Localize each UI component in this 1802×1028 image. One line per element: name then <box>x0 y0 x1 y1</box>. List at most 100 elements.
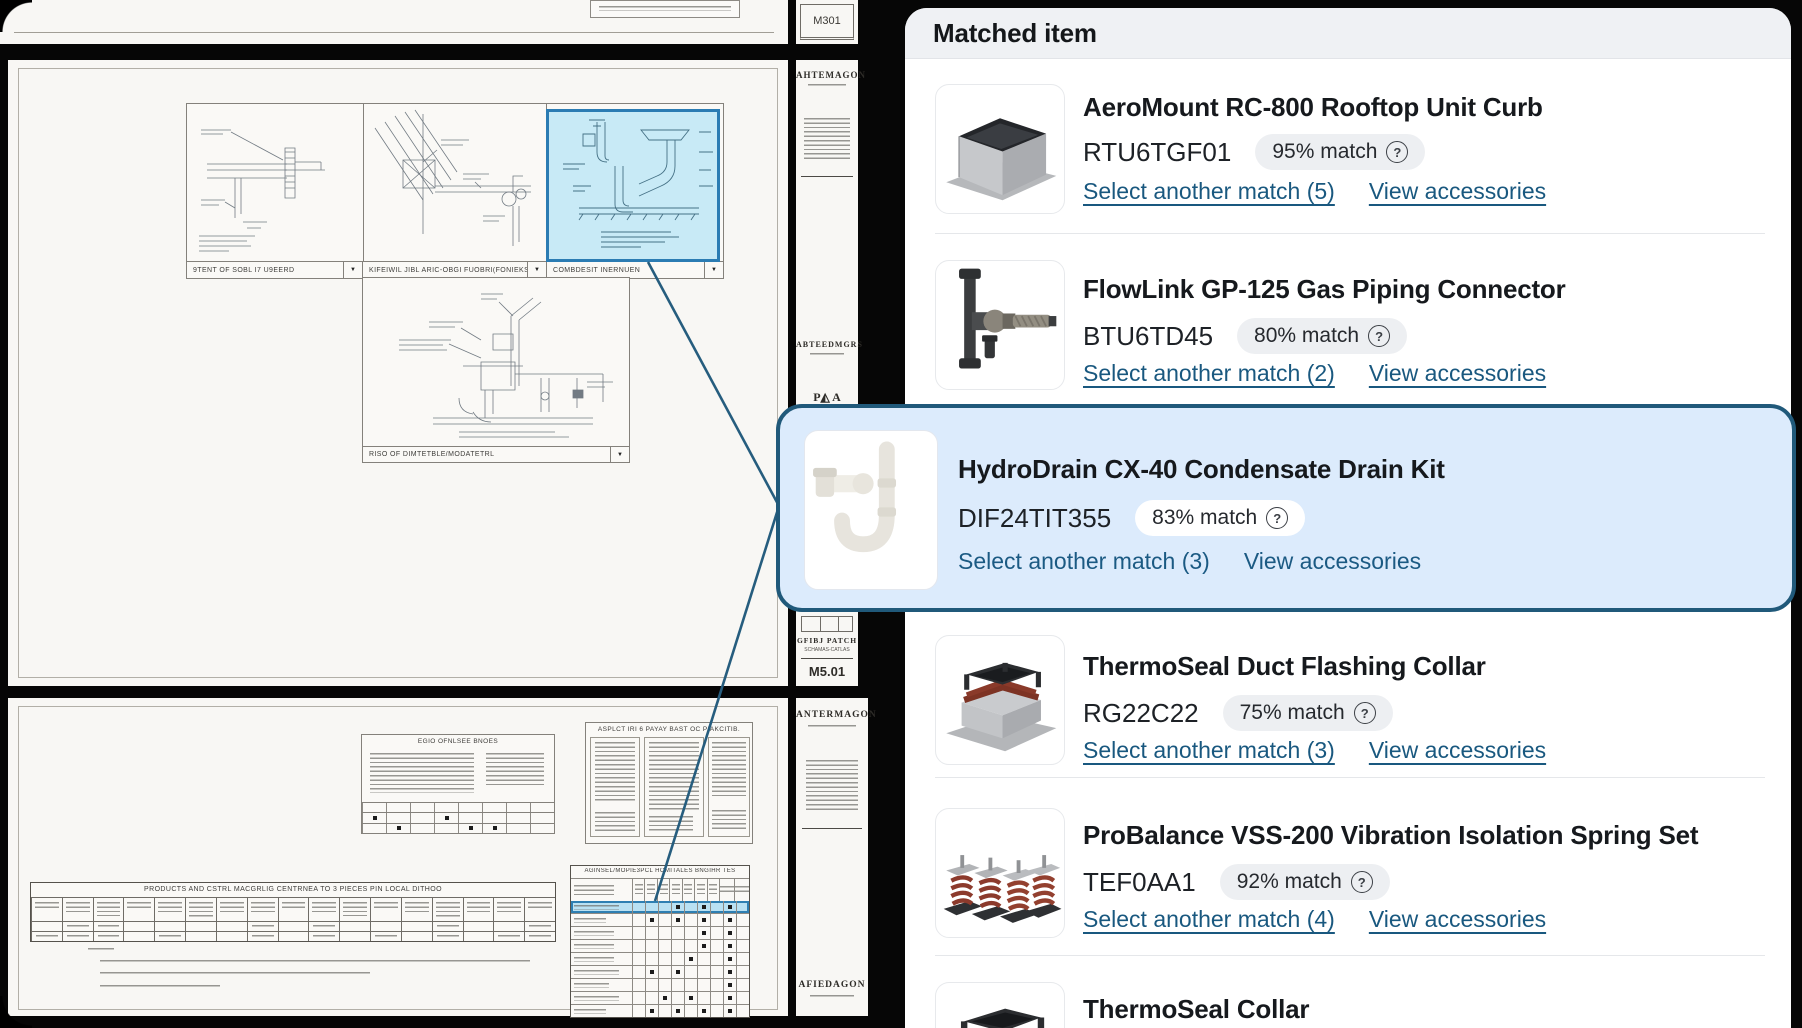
matched-item-row[interactable]: AeroMount RC-800 Rooftop Unit Curb RTU6T… <box>905 72 1791 232</box>
schedule-row <box>571 953 749 966</box>
sheet-title: GFIBJ PATCH <box>796 636 858 645</box>
caption-cell: 9TENT OF SOBL I7 U9EERD ▼ <box>187 262 363 278</box>
scale-flag-icon: ▼ <box>704 262 723 278</box>
matched-item-row[interactable]: ProBalance VSS-200 Vibration Isolation S… <box>905 792 1791 952</box>
select-another-match-link[interactable]: Select another match (5) <box>1083 178 1335 204</box>
product-thumbnail <box>935 635 1065 765</box>
row-divider <box>935 233 1765 234</box>
product-sku: RG22C22 <box>1083 697 1199 728</box>
window-corner <box>0 0 32 32</box>
condensate-drain-kit-image <box>813 441 897 553</box>
schedule-row-highlighted[interactable] <box>571 901 749 914</box>
panel-title: Matched item <box>933 17 1097 48</box>
firm-logo-text: ANTERMAGON <box>796 710 877 720</box>
detail-captions: 9TENT OF SOBL I7 U9EERD ▼ KIFEIWIL JIBL … <box>187 261 723 278</box>
detail-drawing-vent <box>187 104 363 262</box>
sheet-top-titleblock: M301 <box>796 0 858 44</box>
match-badge: 95% match ? <box>1255 134 1426 170</box>
detail-drawing-riser <box>363 278 627 445</box>
view-accessories-link[interactable]: View accessories <box>1368 360 1547 386</box>
sheet-number-label: M301 <box>813 15 841 27</box>
gas-piping-connector-image <box>959 268 1057 369</box>
help-icon[interactable]: ? <box>1266 507 1289 529</box>
matched-detail-highlight-box[interactable] <box>546 109 720 262</box>
sheet-subtitle: SCHAMAS-CATLAS <box>804 647 850 653</box>
sheet-notes-box: EGIO OFNLSEE BNOES <box>361 734 555 834</box>
engineer-logo-text: AFIEDAGON <box>798 980 866 990</box>
collar-image <box>960 1008 1045 1028</box>
schedule-row <box>571 966 749 979</box>
rooftop-curb-image <box>946 118 1057 201</box>
schedule-row <box>571 927 749 940</box>
help-icon[interactable]: ? <box>1368 325 1391 347</box>
match-badge: 83% match ? <box>1135 500 1306 536</box>
row-divider <box>935 955 1765 956</box>
product-thumbnail <box>804 430 938 590</box>
sheet-border-line <box>14 32 774 33</box>
sheet-top-strip <box>0 0 788 44</box>
help-icon[interactable]: ? <box>1350 871 1373 893</box>
schedule-row <box>571 979 749 992</box>
sheet-number-label: M5.01 <box>808 664 846 679</box>
schedule-row <box>571 940 749 953</box>
view-accessories-link[interactable]: View accessories <box>1368 906 1547 932</box>
match-badge: 92% match ? <box>1219 864 1390 900</box>
sheet-bottom: EGIO OFNLSEE BNOES ASPLCT IRI 6 PAYAY BA… <box>8 698 788 1018</box>
scale-flag-icon: ▼ <box>527 262 546 278</box>
detail-box-condensate-riser: RISO OF DIMTETBLE/MODATETRL ▼ <box>362 277 630 463</box>
engineer-logo-text: ABTEEDMGRS <box>796 340 863 349</box>
view-accessories-link[interactable]: View accessories <box>1243 548 1422 574</box>
matched-item-panel: Matched item AeroMount RC-800 Rooftop Un… <box>776 8 1796 1028</box>
product-thumbnail <box>935 808 1065 938</box>
window-corner <box>0 996 32 1028</box>
view-accessories-link[interactable]: View accessories <box>1368 737 1547 763</box>
select-another-match-link[interactable]: Select another match (2) <box>1083 360 1335 386</box>
scale-flag-icon: ▼ <box>343 262 362 278</box>
duct-flashing-collar-image <box>946 662 1057 752</box>
view-accessories-link[interactable]: View accessories <box>1368 178 1547 204</box>
product-title: HydroDrain CX-40 Condensate Drain Kit <box>958 454 1445 484</box>
matched-item-row[interactable]: ThermoSeal Duct Flashing Collar RG22C22 … <box>905 619 1791 779</box>
aspect-notes-box: ASPLCT IRI 6 PAYAY BAST OC PIAKCITIB. <box>585 722 753 844</box>
sheet-bottom-titleblock: ANTERMAGON AFIEDAGON <box>796 698 877 1016</box>
row-divider <box>935 777 1765 778</box>
product-sku: TEF0AA1 <box>1083 866 1196 897</box>
select-another-match-link[interactable]: Select another match (4) <box>1083 906 1335 932</box>
firm-logo-text: AHTEMAGON <box>796 70 867 80</box>
panel-header: Matched item <box>905 8 1791 59</box>
schedule-table: AGINSEL/MOPIE3PCL HOMITALES BNGIHR TES <box>570 865 750 1018</box>
product-sku: BTU6TD45 <box>1083 320 1214 351</box>
product-thumbnail <box>935 260 1065 390</box>
caption-cell: COMBDESIT INERNUEN ▼ <box>547 262 723 278</box>
help-icon[interactable]: ? <box>1353 702 1376 724</box>
matched-item-row-selected[interactable]: HydroDrain CX-40 Condensate Drain Kit DI… <box>776 404 1796 612</box>
schedule-row <box>571 992 749 1005</box>
schedule-row <box>571 914 749 927</box>
revision-note-box <box>590 0 740 18</box>
detail-strip: 9TENT OF SOBL I7 U9EERD ▼ KIFEIWIL JIBL … <box>186 103 724 279</box>
select-another-match-link[interactable]: Select another match (3) <box>1083 737 1335 763</box>
caption-cell: RISO OF DIMTETBLE/MODATETRL ▼ <box>363 447 629 462</box>
micro-text <box>599 6 731 11</box>
matched-item-row[interactable]: ThermoSeal Collar <box>905 968 1791 1028</box>
help-icon[interactable]: ? <box>1386 141 1409 163</box>
pla-logo: P◭ A <box>813 390 841 404</box>
match-badge: 80% match ? <box>1237 318 1408 354</box>
product-title: ProBalance VSS-200 Vibration Isolation S… <box>1083 820 1699 850</box>
product-title: ThermoSeal Duct Flashing Collar <box>1083 651 1486 681</box>
select-another-match-link[interactable]: Select another match (3) <box>958 548 1210 574</box>
sheet-main: 9TENT OF SOBL I7 U9EERD ▼ KIFEIWIL JIBL … <box>8 60 788 686</box>
product-title: FlowLink GP-125 Gas Piping Connector <box>1083 274 1566 304</box>
caption-cell: KIFEIWIL JIBL ARIC-OBGI FUOBRI(FONIEKS ▼ <box>363 262 547 278</box>
product-sku: DIF24TIT355 <box>958 502 1112 533</box>
detail-drawing-wall <box>363 104 546 262</box>
matched-item-row[interactable]: FlowLink GP-125 Gas Piping Connector BTU… <box>905 248 1791 408</box>
product-title: ThermoSeal Collar <box>1083 994 1310 1024</box>
scale-flag-icon: ▼ <box>610 447 629 462</box>
product-thumbnail <box>935 982 1065 1028</box>
vibration-springs-image <box>943 855 1062 923</box>
detail-drawing-condensate <box>549 112 717 259</box>
products-table: PRODUCTS AND CSTRL MACGRLIG CENTRNEA TO … <box>30 882 556 942</box>
